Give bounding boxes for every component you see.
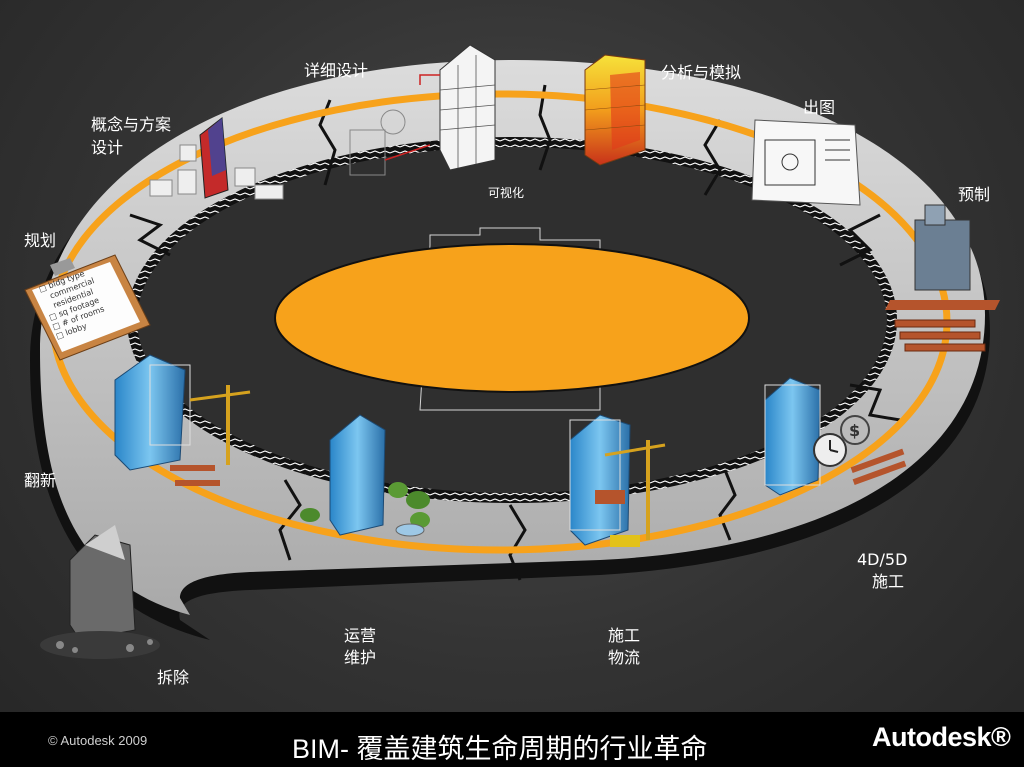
clipboard-text: □ bldg type commercial residential □ sq … xyxy=(38,266,112,341)
demolition-ruin xyxy=(40,525,160,659)
stage-detail-design: 详细设计 xyxy=(304,61,369,80)
stage-concept-line1: 概念与方案 xyxy=(91,115,172,134)
stage-visualization: 可视化 xyxy=(488,186,525,200)
renovation-tower xyxy=(114,354,251,486)
construction-drawing-sheet xyxy=(751,119,861,206)
slide-title: BIM- 覆盖建筑生命周期的行业革命 xyxy=(292,734,708,764)
prefab-machine xyxy=(885,204,1000,352)
stage-analysis-simulation: 分析与模拟 xyxy=(661,63,742,82)
stage-logistics-line1: 施工 xyxy=(608,626,641,645)
planning-clipboard xyxy=(24,254,151,361)
stage-renovation: 翻新 xyxy=(24,471,57,490)
dollar-coin-icon xyxy=(840,415,870,445)
stage-planning: 规划 xyxy=(24,231,57,250)
copyright-text: © Autodesk 2009 xyxy=(48,733,148,748)
svg-text:$: $ xyxy=(849,421,860,440)
4d5d-tower: $ xyxy=(764,377,907,496)
stage-operation-line2: 维护 xyxy=(344,648,377,667)
stage-4d5d-line1: 4D/5D xyxy=(857,550,908,569)
detail-design-tower xyxy=(349,44,496,176)
stage-drawing: 出图 xyxy=(803,98,836,117)
stage-demolition: 拆除 xyxy=(157,668,190,687)
operation-tower xyxy=(300,414,430,537)
stage-concept-line2: 设计 xyxy=(91,138,124,157)
center-building-sketch xyxy=(419,227,601,411)
footer-bar xyxy=(0,712,1024,767)
stage-4d5d-line2: 施工 xyxy=(872,572,905,591)
center-ellipse xyxy=(274,243,750,393)
stage-logistics-line2: 物流 xyxy=(608,648,641,667)
stage-prefabrication: 预制 xyxy=(958,185,991,204)
autodesk-logo: Autodesk® xyxy=(872,722,1011,752)
concept-massing-model xyxy=(149,117,284,200)
analysis-tower xyxy=(584,54,646,166)
stage-operation-line1: 运营 xyxy=(344,626,377,645)
logistics-tower xyxy=(569,414,666,547)
